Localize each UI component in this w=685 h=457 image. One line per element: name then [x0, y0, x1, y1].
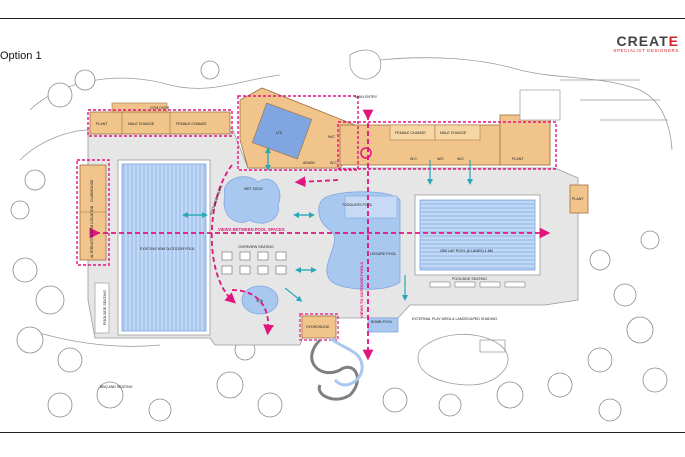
wet-deck-area: [221, 176, 287, 315]
label-wc-2: W.C.: [330, 161, 338, 165]
label-gym-over: GYM OVER: [150, 106, 170, 110]
logo-wordmark-accent: E: [668, 33, 679, 49]
label-clubhouse: CLUBHOUSE: [90, 179, 94, 202]
option-title: Option 1: [0, 50, 42, 62]
label-plant-right: PLANT: [512, 157, 524, 161]
left-change-block: [87, 102, 233, 137]
logo-wordmark: CREATE: [613, 33, 679, 49]
label-plant-east: PLANT: [572, 197, 584, 201]
label-main-entry: MAIN ENTRY: [355, 95, 378, 99]
label-lts: LTS: [276, 131, 283, 135]
landscape-outlines: [19, 49, 673, 386]
clubhouse-block: [76, 159, 110, 334]
label-alternative-gym: ALTERNATIVE GYM LOCATION: [90, 205, 94, 258]
logo-wordmark-main: CREAT: [616, 33, 669, 49]
label-existing-pool: EXISTING 50M OUTDOOR POOL: [140, 247, 195, 251]
label-wc-3: W.C.: [410, 157, 418, 161]
trees: [10, 60, 668, 422]
label-wet-deck: WET DECK: [244, 187, 264, 191]
label-plant-left: PLANT: [96, 122, 108, 126]
label-external-play: EXTERNAL PLAY AREA & LANDSCAPED SHADING: [412, 317, 497, 321]
logo-tagline: SPECIALIST DESIGNERS: [613, 48, 679, 53]
label-spa: SPA: [256, 299, 264, 303]
label-bomb-pool: BOMB POOL: [371, 320, 393, 324]
label-female-change-left: FEMALE CHANGE: [176, 122, 207, 126]
label-poolside-seating-left: POOLSIDE SEATING: [103, 290, 107, 325]
lap-pool: [414, 194, 541, 288]
company-logo: CREATE SPECIALIST DESIGNERS: [613, 33, 679, 53]
label-male-change-left: MALE CHANGE: [128, 122, 155, 126]
label-wc-5: W/C: [457, 157, 464, 161]
label-bbq: BBQ AND SEATING: [100, 385, 133, 389]
label-lap-pool: 25M LAP POOL (8 LANES) 1.8M: [440, 249, 493, 253]
view-axes: [89, 109, 551, 361]
label-views-outdoor: VIEWS TO OUTDOOR POOLS: [359, 262, 364, 318]
circulation-arrows: [182, 147, 473, 302]
label-leisure-pool: LEISURE POOL: [370, 252, 396, 256]
existing-outdoor-pool: [117, 159, 211, 336]
label-admin: ADMIN: [303, 161, 315, 165]
label-overview-seating: OVERVIEW SEATING: [238, 245, 274, 249]
label-poolside-seating-right: POOLSIDE SEATING: [452, 277, 487, 281]
bottom-rule: [0, 432, 685, 433]
top-rule: [0, 18, 685, 19]
label-hydroslide: HYDROSLIDE: [306, 325, 330, 329]
label-male-change-right: MALE CHANGE: [440, 131, 467, 135]
east-plant: [569, 184, 589, 214]
label-toddlers-pool: TODDLERS POOL: [342, 203, 373, 207]
label-wc-4: W/C: [437, 157, 444, 161]
label-female-change-right: FEMALE CHANGE: [395, 131, 426, 135]
label-views-between: VIEWS BETWEEN POOL SPACES: [218, 227, 285, 232]
label-wc-1: W/C: [328, 135, 335, 139]
